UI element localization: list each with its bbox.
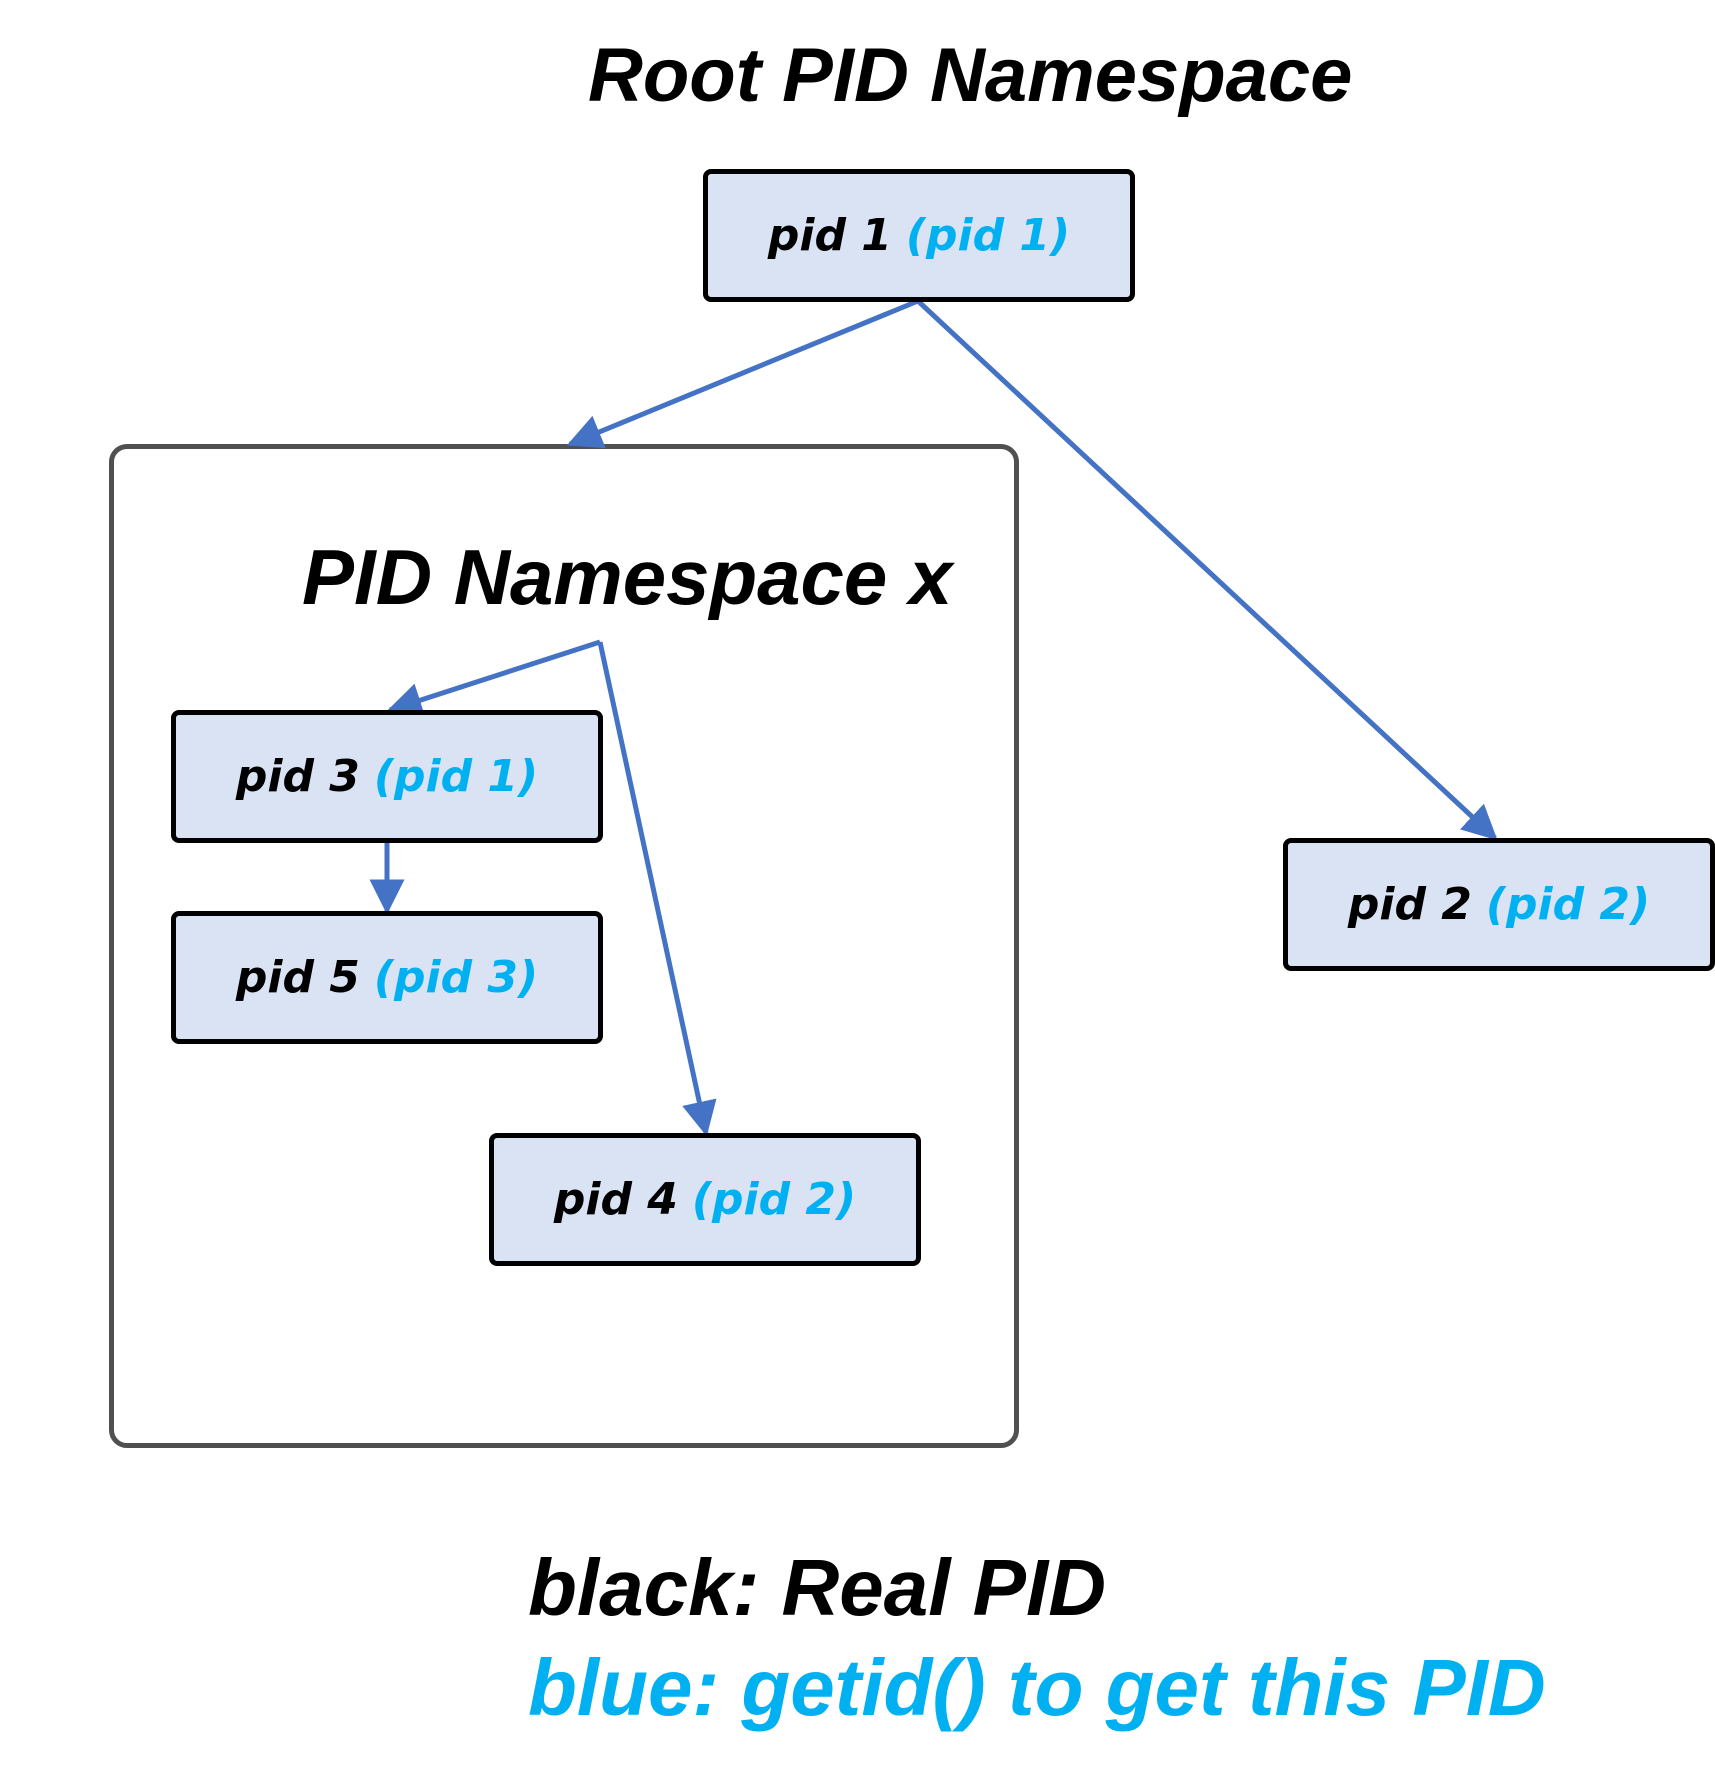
real-pid-label: pid 1 bbox=[767, 210, 892, 261]
namespace-pid-label: (pid 1) bbox=[373, 751, 539, 802]
process-node-pid2: pid 2 (pid 2) bbox=[1283, 838, 1715, 971]
root-namespace-title: Root PID Namespace bbox=[588, 33, 1353, 118]
namespace-pid-label: (pid 2) bbox=[1485, 879, 1651, 930]
legend-namespace-pid: blue: getid() to get this PID bbox=[528, 1643, 1546, 1732]
process-node-pid4: pid 4 (pid 2) bbox=[489, 1133, 921, 1266]
namespace-pid-label: (pid 2) bbox=[691, 1174, 857, 1225]
real-pid-label: pid 3 bbox=[235, 751, 360, 802]
arrow-pid1-to-namespace-x bbox=[566, 298, 919, 449]
namespace-pid-label: (pid 3) bbox=[373, 952, 539, 1003]
process-node-pid1: pid 1 (pid 1) bbox=[703, 169, 1135, 302]
process-node-pid3: pid 3 (pid 1) bbox=[171, 710, 603, 843]
real-pid-label: pid 4 bbox=[553, 1174, 678, 1225]
real-pid-label: pid 5 bbox=[235, 952, 360, 1003]
namespace-x-container bbox=[109, 444, 1019, 1448]
namespace-x-title: PID Namespace x bbox=[302, 533, 953, 621]
real-pid-label: pid 2 bbox=[1347, 879, 1472, 930]
legend-real-pid: black: Real PID bbox=[528, 1543, 1107, 1632]
process-node-pid5: pid 5 (pid 3) bbox=[171, 911, 603, 1044]
namespace-pid-label: (pid 1) bbox=[905, 210, 1071, 261]
